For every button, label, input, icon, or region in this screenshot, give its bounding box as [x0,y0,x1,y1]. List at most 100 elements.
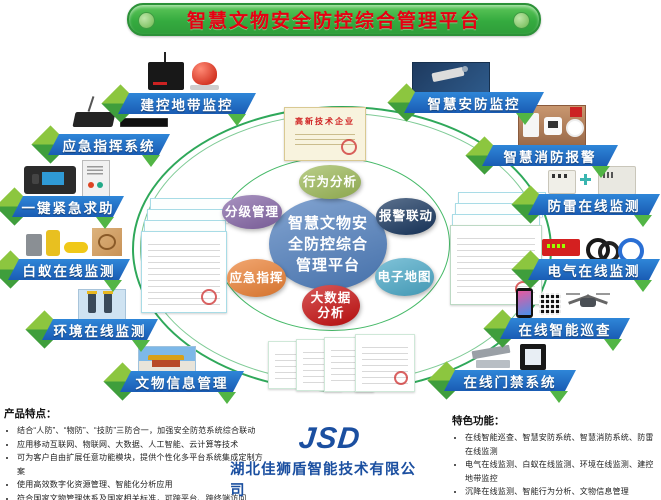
hightech-certificate-image: 高新技术企业 [284,107,366,161]
handset [32,174,39,184]
product-features-list: 结合“人防”、“物防”、“技防”三防合一，加强安全防范系统综合联动 应用移动互联… [4,424,266,500]
system-banner-menjin: 在线门禁系统 [444,370,576,391]
module-alarm-linkage: 报警联动 [376,198,436,235]
smoke-detector [566,119,584,137]
special-functions-title: 特色功能： [452,415,505,427]
product-features-block: 产品特点： 结合“人防”、“物防”、“技防”三防合一，加强安全防范系统综合联动 … [4,406,266,500]
sensor-cap [87,291,97,294]
phone-screen [518,291,531,315]
red-device [570,107,582,117]
system-label: 白蚁在线监测 [22,263,116,279]
system-label: 智慧安防监控 [427,96,521,112]
system-banner-fanglei: 防雷在线监测 [528,194,660,215]
system-banner-yingji: 应急指挥系统 [48,134,170,155]
banner-left-cap [138,12,155,29]
answer-button [97,182,103,188]
drone-body [580,298,596,307]
green-triangle-icon [142,155,160,167]
qr-code [539,293,561,315]
special-functions-list: 在线智能巡查、智慧安防系统、智慧消防系统、防雷在线监测 电气在线监测、白蚁在线监… [452,431,658,500]
header-banner: 智慧文物安全防控综合管理平台 [127,3,541,36]
green-triangle-icon [604,339,622,351]
lock-plate [476,360,510,368]
green-triangle-icon [634,215,652,227]
system-banner-wenwu: 文物信息管理 [120,371,244,392]
green-triangle-icon [516,113,534,125]
feature-item: 符合国家文物管理体系及国家相关标准，可跨平台、跨终端访问 [17,492,266,500]
system-banner-jiankong: 建控地带监控 [118,93,256,114]
module-bigdata-analysis: 大数据 分析 [302,285,360,326]
paging-console [72,112,116,127]
system-banner-xiaofang: 智慧消防报警 [482,145,618,166]
call-button [88,182,94,188]
module-grading-management: 分级管理 [222,195,282,229]
rack-device [120,118,168,127]
sensor-column [104,293,112,313]
system-banner-dianqi: 电气在线监测 [528,259,660,280]
software-certificate-image [355,334,415,392]
antenna [164,52,166,62]
module-electronic-map: 电子地图 [375,258,434,296]
certificate-stack-edge [452,214,540,228]
system-label: 应急指挥系统 [62,138,156,154]
platform-center-node: 智慧文物安 全防控综合 管理平台 [269,198,387,290]
module-terminals [552,174,570,178]
certificate-title: 高新技术企业 [295,117,355,126]
module-emergency-command: 应急指挥 [227,259,286,297]
reader-screen [525,349,541,365]
green-triangle-icon [104,280,122,292]
console-screen [42,172,64,185]
system-label: 防雷在线监测 [547,198,641,214]
system-banner-baiyi: 白蚁在线监测 [8,259,130,280]
green-triangle-icon [96,217,114,229]
company-logo: JSD [297,422,363,455]
system-label: 智慧消防报警 [503,149,597,165]
green-triangle-icon [228,114,246,126]
system-label: 文物信息管理 [135,375,229,391]
red-seal-icon [341,139,357,155]
camera-lens [462,66,468,72]
system-label: 建控地带监控 [140,97,234,113]
palace-roof [148,355,184,360]
function-item: 在线智能巡查、智慧安防系统、智慧消防系统、防雷在线监测 [465,431,658,458]
system-label: 电气在线监测 [547,263,641,279]
system-banner-xuncha: 在线智能巡查 [500,318,630,339]
alarm-host [148,62,184,90]
keypad-screen [548,121,558,128]
copyright-certificate-image [141,231,227,313]
system-label: 在线智能巡查 [518,322,612,338]
feature-item: 可为客户自由扩展任意功能模块，提供个性化多平台系统集成定制方案 [17,451,266,478]
sensor-photo-bg [78,289,126,320]
green-triangle-icon [132,340,150,352]
drone-propeller [566,293,580,295]
function-item: 电气在线监测、白蚁在线监测、环境在线监测、建控地带监控 [465,458,658,485]
plus-icon [584,174,587,185]
wood-grain [98,234,116,250]
yellow-probe [64,242,88,253]
certificate-text-lines [295,130,355,146]
handheld-meter [26,234,42,256]
gooseneck-mic [87,96,95,112]
banner-right-cap [513,12,530,29]
system-banner-huanjing: 环境在线监测 [42,319,158,340]
feature-item: 使用高效数字化资源管理、智能化分析应用 [17,478,266,492]
special-functions-block: 特色功能： 在线智能巡查、智慧安防系统、智慧消防系统、防雷在线监测 电气在线监测… [452,413,658,500]
system-label: 一键紧急求助 [21,200,115,216]
feature-item: 应用移动互联网、物联网、大数据、人工智能、云计算等技术 [17,438,266,452]
wall-intercom [82,160,110,198]
system-label: 环境在线监测 [53,323,147,339]
feature-item: 结合“人防”、“物防”、“技防”三防合一，加强安全防范系统综合联动 [17,424,266,438]
drone-propeller [596,293,610,295]
red-seal-icon [394,371,408,385]
green-triangle-icon [592,166,610,178]
green-triangle-icon [550,391,568,403]
system-label: 在线门禁系统 [463,374,557,390]
company-block: JSD 湖北佳狮盾智能技术有限公司 创造安全世界、共享智能生活 [230,422,430,500]
certificate-stack-edge [144,220,226,234]
green-triangle-icon [634,280,652,292]
company-name: 湖北佳狮盾智能技术有限公司 [230,462,416,499]
yellow-detector [46,230,60,256]
module-behavior-analysis: 行为分析 [299,165,361,199]
host-label-stripe [153,82,167,85]
